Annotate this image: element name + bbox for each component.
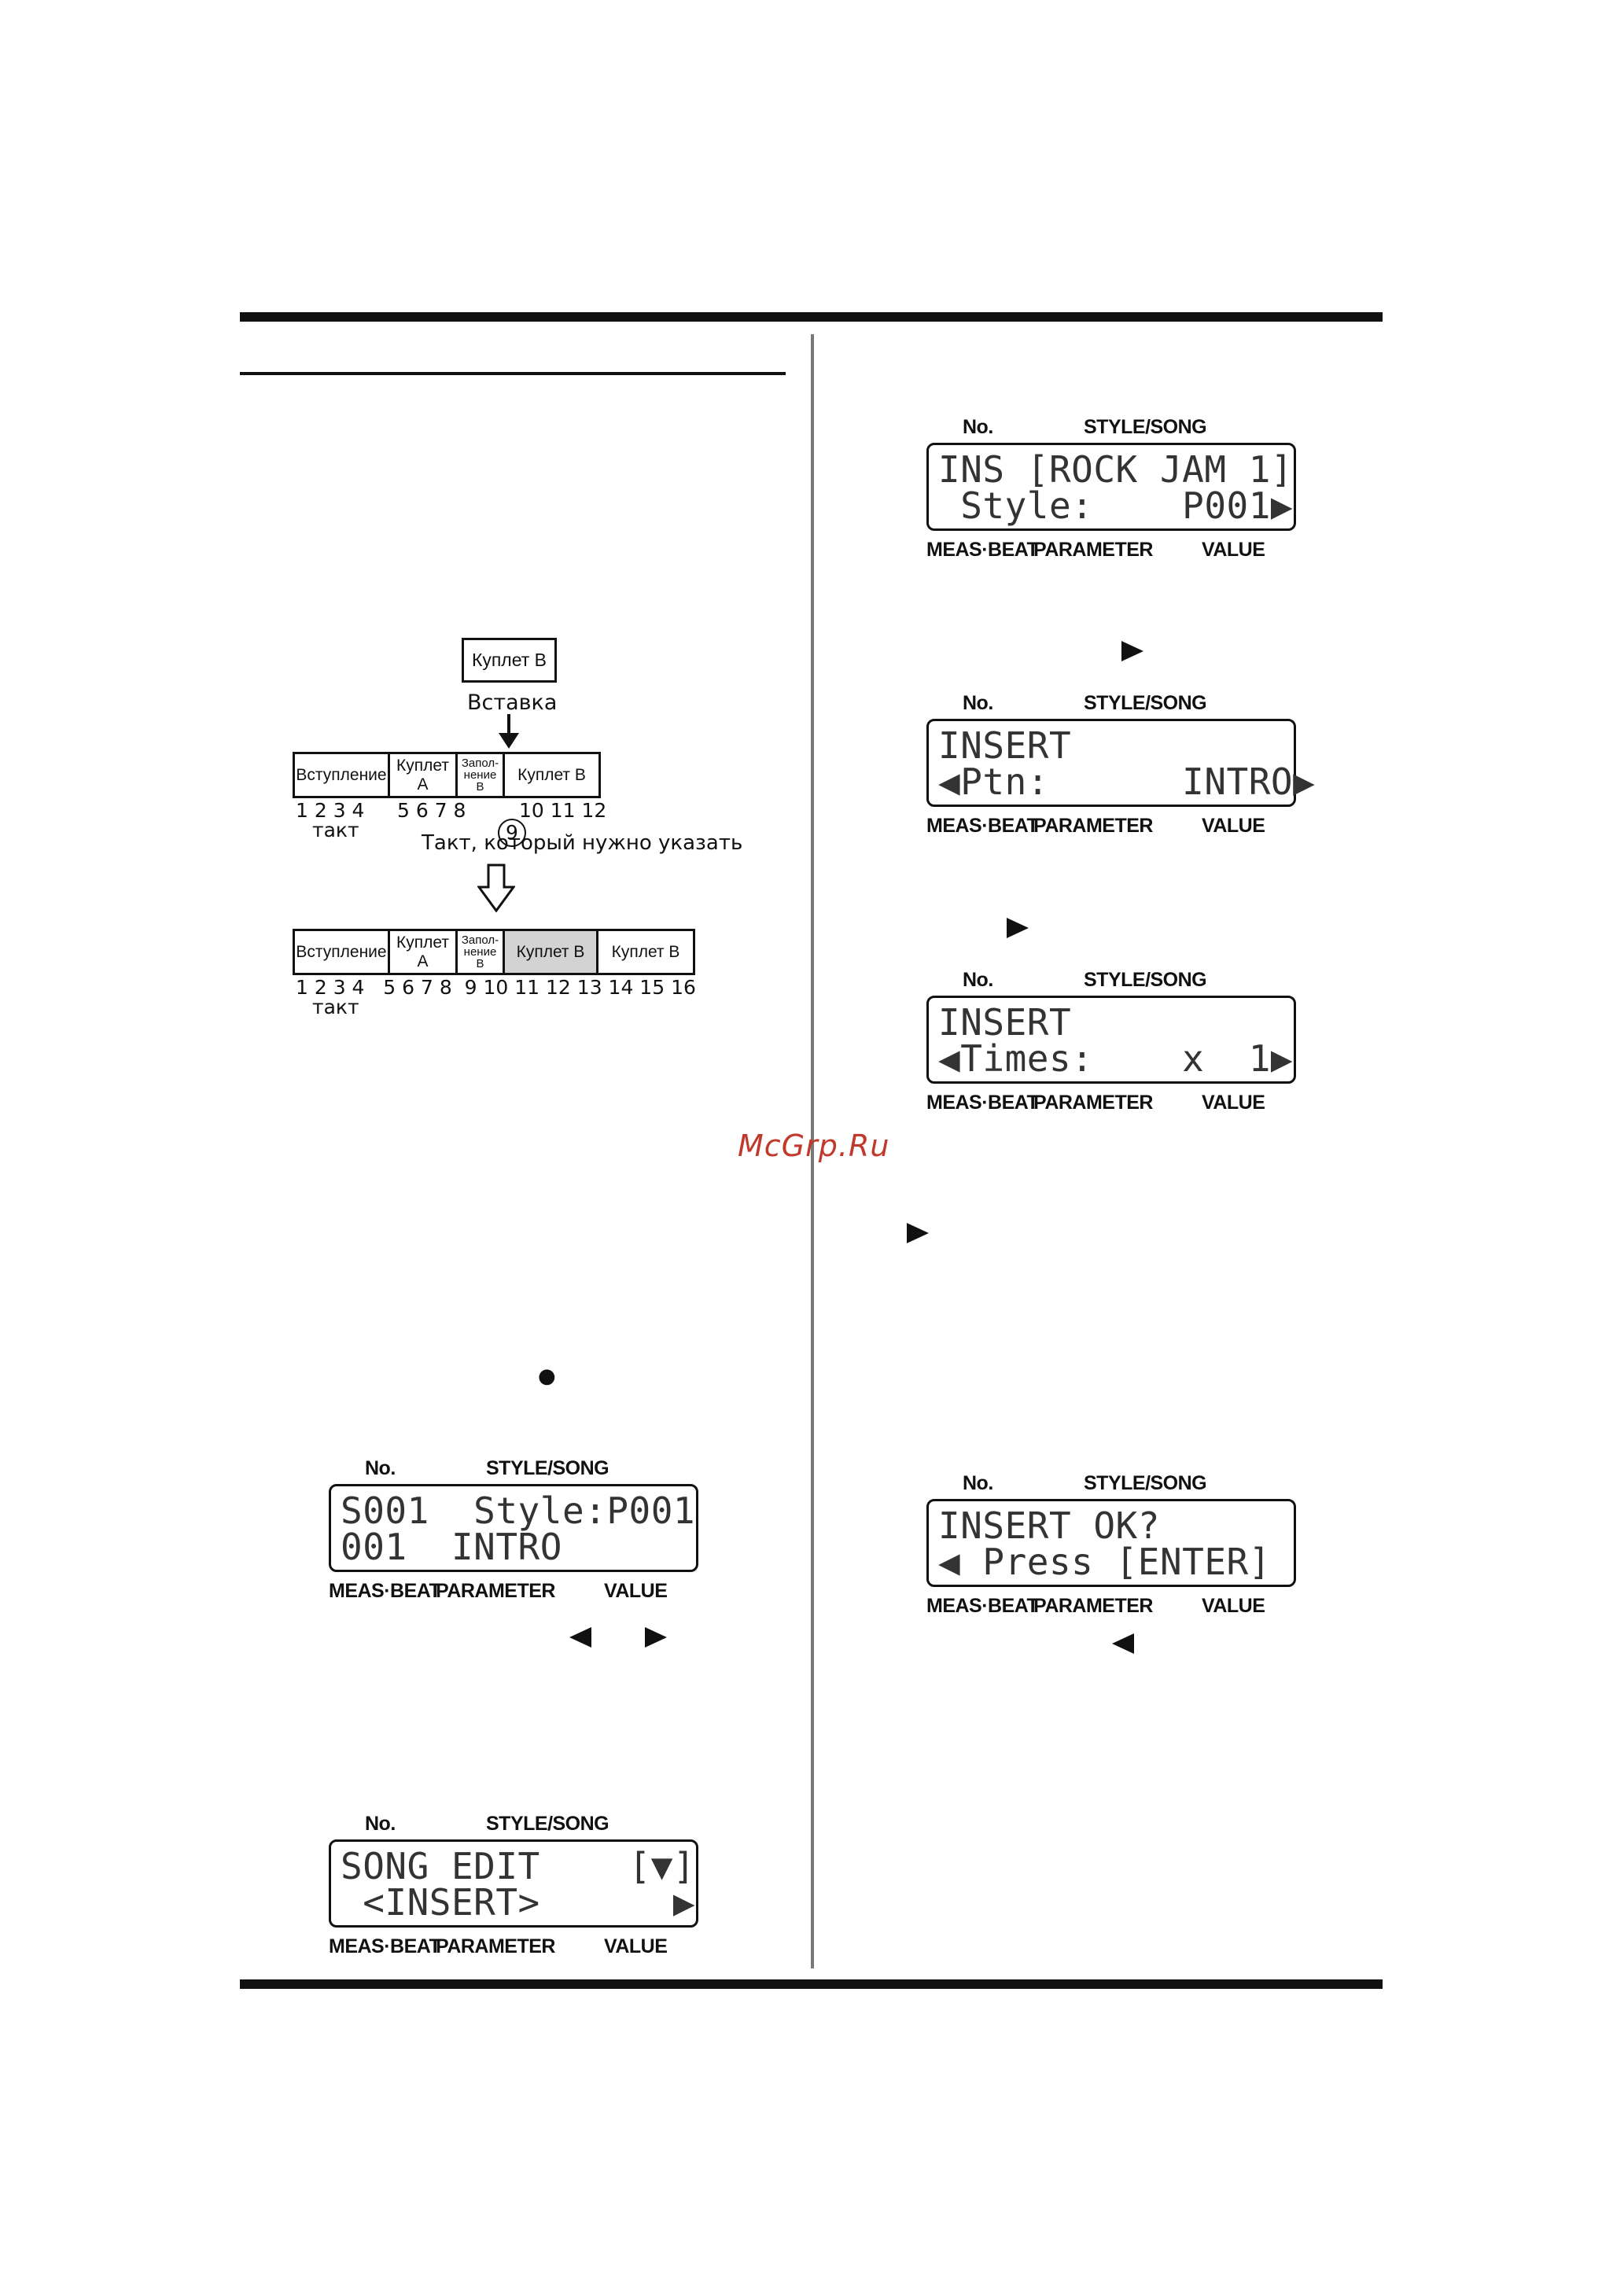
lcd-label-style-song: STYLE/SONG — [486, 1813, 609, 1835]
song-structure-before: Вступление Куплет A Запол- нение B Купле… — [293, 752, 601, 798]
verse-b-insert-box: Куплет B — [462, 638, 557, 683]
lcd-screen: INSERT ◀Times: x 1▶ — [926, 996, 1296, 1084]
lcd-label-style-song: STYLE/SONG — [1084, 416, 1207, 438]
lcd-insert-ok: No. STYLE/SONG INSERT OK? ◀ Press [ENTER… — [926, 1472, 1296, 1622]
lcd-label-meas-beat: MEAS·BEAT — [926, 539, 1039, 561]
lcd-label-style-song: STYLE/SONG — [486, 1457, 609, 1479]
lcd-label-no: No. — [365, 1813, 396, 1835]
insert-arrow-icon — [499, 714, 519, 749]
lcd-line-1: S001 Style:P001 — [341, 1489, 696, 1532]
lcd-insert-times: No. STYLE/SONG INSERT ◀Times: x 1▶ MEAS·… — [926, 969, 1296, 1118]
segment-verse-b: Куплет B — [611, 942, 680, 961]
lcd-ins-style: No. STYLE/SONG INS [ROCK JAM 1] Style: P… — [926, 416, 1296, 565]
lcd-label-no: No. — [963, 969, 993, 991]
lcd-label-meas-beat: MEAS·BEAT — [926, 815, 1039, 837]
takt-label: такт — [312, 819, 359, 841]
lcd-line-1: INSERT OK? — [938, 1504, 1160, 1547]
lcd-line-1: INS [ROCK JAM 1] — [938, 448, 1294, 491]
lcd-label-parameter: PARAMETER — [1033, 1595, 1153, 1617]
segment-verse-a: Куплет A — [390, 754, 458, 796]
lcd-label-value: VALUE — [604, 1935, 668, 1957]
lcd-screen: SONG EDIT [▼] <INSERT> ▶ — [329, 1839, 698, 1928]
lcd-label-meas-beat: MEAS·BEAT — [329, 1935, 441, 1957]
lcd-song-main: No. STYLE/SONG S001 Style:P001 001 INTRO… — [329, 1457, 698, 1607]
lcd-label-meas-beat: MEAS·BEAT — [926, 1595, 1039, 1617]
segment-verse-a: Куплет A — [390, 931, 458, 973]
lcd-line-2: <INSERT> ▶ — [341, 1881, 696, 1924]
lcd-label-value: VALUE — [1202, 815, 1265, 837]
result-arrow-icon — [477, 863, 515, 912]
right-arrow-icon — [645, 1627, 667, 1648]
right-arrow-icon — [1121, 641, 1143, 661]
lcd-label-parameter: PARAMETER — [1033, 815, 1153, 837]
insert-label: Вставка — [467, 690, 558, 715]
lcd-label-style-song: STYLE/SONG — [1084, 969, 1207, 991]
lcd-label-parameter: PARAMETER — [436, 1580, 555, 1602]
segment-intro: Вступление — [295, 931, 390, 973]
segment-verse-b-inserted: Куплет B — [505, 931, 598, 973]
right-arrow-icon — [907, 1223, 929, 1243]
record-dot-icon: ● — [538, 1364, 556, 1388]
lcd-line-2: ◀ Press [ENTER] — [938, 1541, 1271, 1583]
lcd-label-style-song: STYLE/SONG — [1084, 692, 1207, 714]
segment-intro: Вступление — [295, 754, 390, 796]
lcd-screen: S001 Style:P001 001 INTRO — [329, 1484, 698, 1572]
takt-label-after: такт — [312, 996, 359, 1018]
lcd-line-1: SONG EDIT [▼] — [341, 1845, 696, 1887]
lcd-song-edit: No. STYLE/SONG SONG EDIT [▼] <INSERT> ▶ … — [329, 1813, 698, 1962]
segment-fill-b: Запол- нение B — [458, 754, 505, 796]
segment-verse-b: Куплет B — [517, 765, 586, 784]
measure-numbers-a: 1 2 3 4 — [296, 799, 365, 822]
lcd-label-parameter: PARAMETER — [436, 1935, 555, 1957]
measure-note: Такт, который нужно указать — [422, 831, 743, 855]
lcd-label-no: No. — [365, 1457, 396, 1479]
measure-numbers-b: 5 6 7 8 — [397, 799, 466, 822]
lcd-label-no: No. — [963, 692, 993, 714]
lcd-screen: INSERT ◀Ptn: INTRO▶ — [926, 719, 1316, 807]
lcd-label-meas-beat: MEAS·BEAT — [926, 1092, 1039, 1114]
verse-b-insert-label: Куплет B — [471, 650, 547, 670]
lcd-label-parameter: PARAMETER — [1033, 539, 1153, 561]
lcd-line-2: Style: P001▶ — [938, 484, 1294, 527]
lcd-line-2: ◀Times: x 1▶ — [938, 1037, 1294, 1080]
segment-fill-b: Запол- нение B — [458, 931, 505, 973]
lcd-screen: INS [ROCK JAM 1] Style: P001▶ — [926, 443, 1296, 531]
lcd-label-value: VALUE — [604, 1580, 668, 1602]
left-arrow-icon — [1112, 1633, 1134, 1654]
measure-9-circle: 9 — [497, 819, 526, 847]
section-rule — [240, 372, 786, 375]
lcd-label-value: VALUE — [1202, 1092, 1265, 1114]
bottom-rule — [240, 1979, 1383, 1989]
lcd-label-no: No. — [963, 416, 993, 438]
lcd-insert-ptn: No. STYLE/SONG INSERT ◀Ptn: INTRO▶ MEAS·… — [926, 692, 1316, 841]
lcd-label-value: VALUE — [1202, 539, 1265, 561]
measure-number-9-circled: 9 — [485, 796, 526, 847]
left-arrow-icon — [569, 1627, 591, 1648]
lcd-line-2: 001 INTRO — [341, 1526, 562, 1568]
lcd-line-1: INSERT — [938, 1001, 1072, 1044]
measure-numbers-c: 10 11 12 — [519, 799, 607, 822]
lcd-label-no: No. — [963, 1472, 993, 1494]
measure-numbers-after: 1 2 3 4 5 6 7 8 9 10 11 12 13 14 15 16 — [296, 976, 696, 999]
lcd-label-meas-beat: MEAS·BEAT — [329, 1580, 441, 1602]
song-structure-after: Вступление Куплет A Запол- нение B Купле… — [293, 929, 695, 975]
lcd-line-1: INSERT — [938, 724, 1072, 767]
lcd-line-2: ◀Ptn: INTRO▶ — [938, 760, 1316, 803]
lcd-label-parameter: PARAMETER — [1033, 1092, 1153, 1114]
watermark: McGrp.Ru — [738, 1129, 890, 1163]
lcd-label-value: VALUE — [1202, 1595, 1265, 1617]
lcd-label-style-song: STYLE/SONG — [1084, 1472, 1207, 1494]
right-arrow-icon — [1007, 918, 1029, 938]
column-divider — [811, 334, 814, 1968]
top-rule — [240, 312, 1383, 322]
lcd-screen: INSERT OK? ◀ Press [ENTER] — [926, 1499, 1296, 1587]
